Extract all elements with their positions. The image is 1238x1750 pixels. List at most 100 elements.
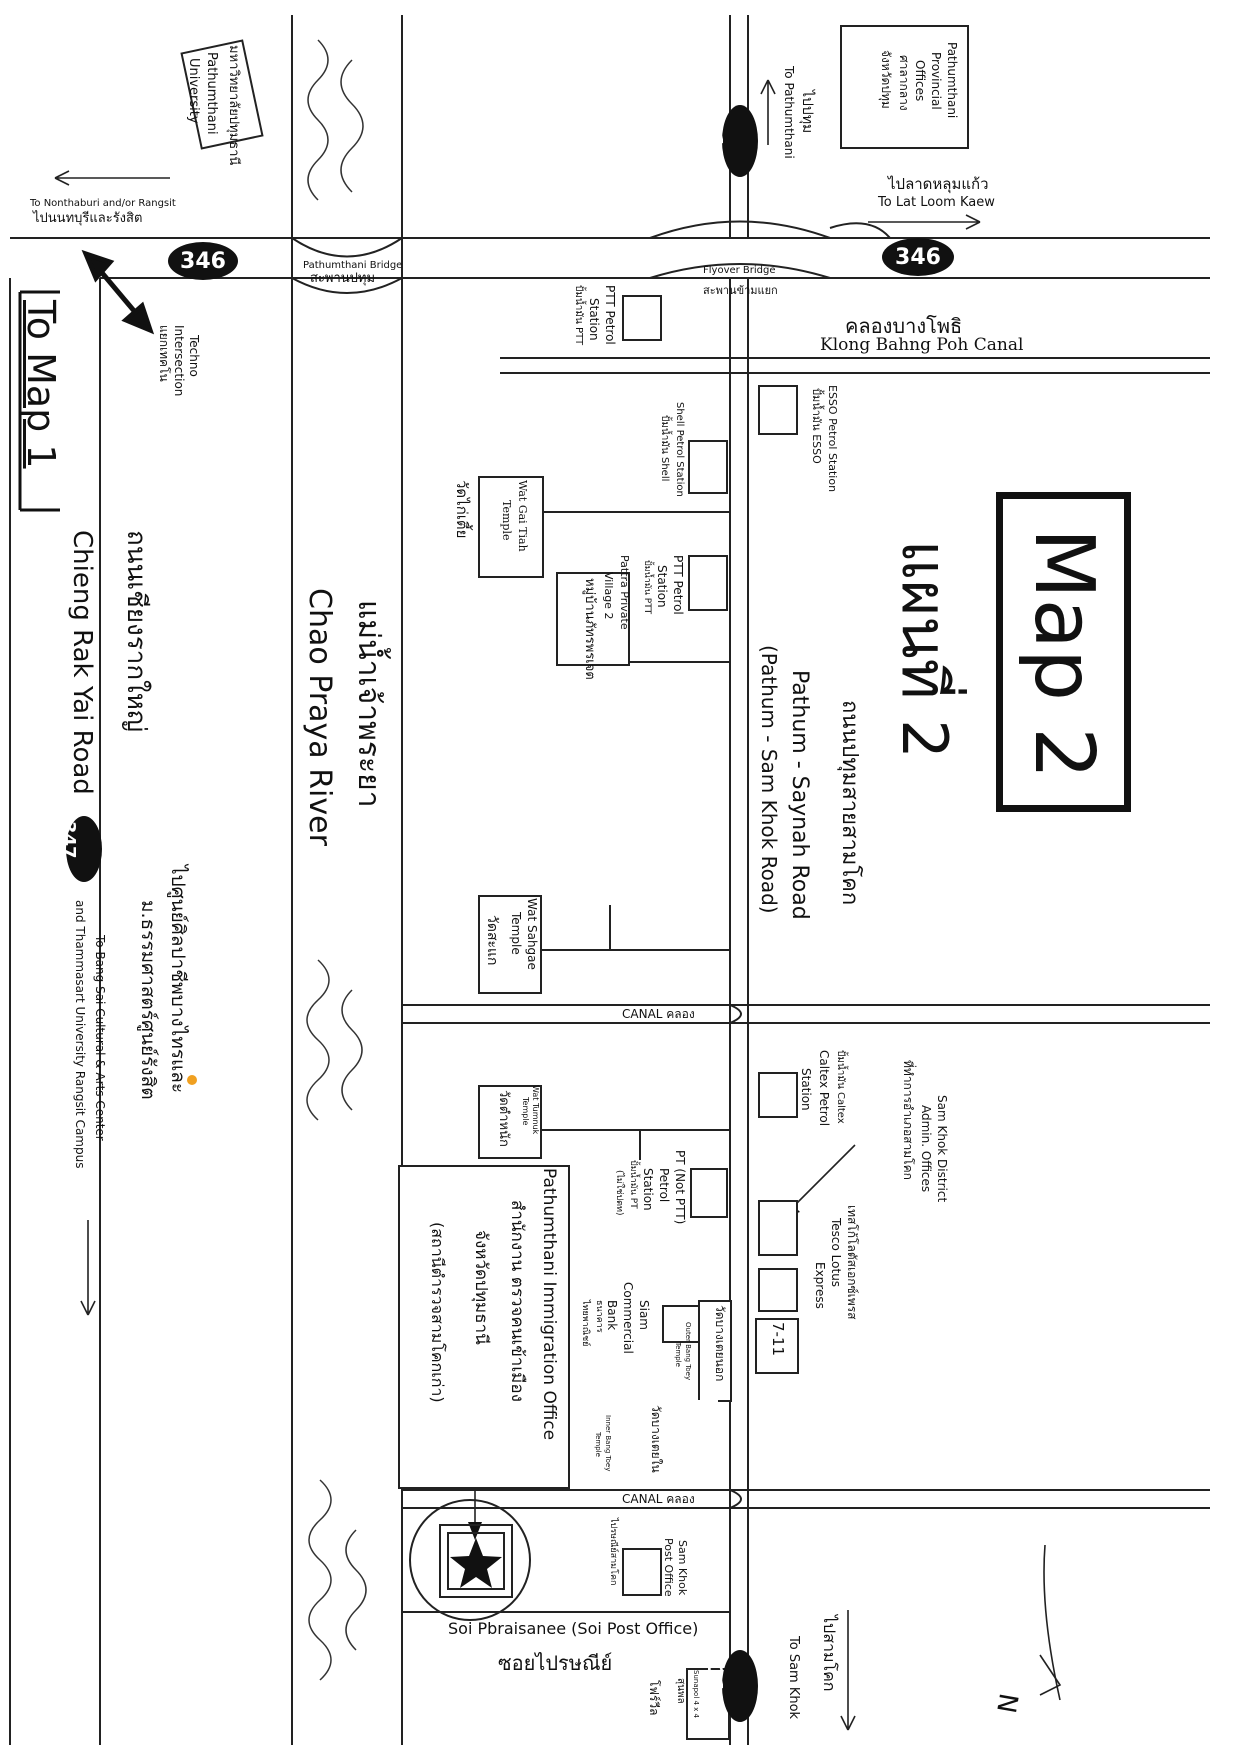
inner-temple-box (608, 1400, 718, 1482)
river-wave-5 (308, 1479, 332, 1681)
to-bangsai-th2: ม.ธรรมศาสตร์ศูนย์รังสิต (137, 900, 159, 1100)
ptt2-th: ปั้มน้ำมัน PTT (642, 560, 652, 615)
river-en: Chao Praya River (302, 588, 337, 846)
wat-sahgae-en2: Temple (509, 912, 523, 955)
post-en2: Post Office (662, 1538, 675, 1597)
wat-gai-en2: Temple (500, 500, 513, 541)
arrow-to-bangsai (80, 1220, 96, 1316)
flyover-th: สะพานข้ามแยก (703, 284, 778, 297)
river-wave-6 (345, 1529, 367, 1651)
seven-box (758, 1268, 798, 1312)
pathumthani-bridge-th: สะพานปทุม (310, 271, 376, 286)
pathumthani-bridge-en: Pathumthani Bridge (303, 260, 403, 271)
wat-tumnuk-en2: Temple (521, 1097, 530, 1126)
pattra-en2: Village 2 (602, 572, 615, 620)
pt-en3: Station (641, 1168, 655, 1211)
canal-bahng-poh-en: Klong Bahng Poh Canal (820, 335, 1024, 355)
flyover-en: Flyover Bridge (703, 265, 776, 276)
title-box (996, 492, 1131, 812)
flyover-ramp (829, 222, 891, 239)
tesco-en1: Tesco Lotus (829, 1218, 843, 1288)
canal2-label: CANAL คลอง (622, 1492, 695, 1506)
tesco-en2: Express (813, 1262, 827, 1309)
flyover-arc-top (649, 220, 831, 239)
esso-th: ปั้มน้ำมัน ESSO (810, 388, 823, 464)
university-en2: University (186, 58, 201, 124)
wat-sahgae-th: วัดสะแก (484, 915, 500, 966)
wat-gai-th: วัดไก่เตี้ย (453, 480, 471, 539)
compass-line (1043, 1544, 1061, 1701)
shell-en: Shell Petrol Station (674, 402, 685, 497)
caltex-th: ปั้มน้ำมัน Caltex (835, 1050, 846, 1124)
pathumthani-bridge-arc-bottom (291, 277, 403, 294)
arrow-to-lat-loom (868, 214, 981, 230)
samkhok-admin-en1: Sam Khok District (935, 1095, 949, 1203)
to-pathumthani-th: ไปปทุม (799, 90, 815, 134)
provincial-offices-box (840, 25, 969, 149)
ptt1-box (622, 295, 662, 341)
hwy-346-left-label: 346 (180, 248, 226, 274)
siam-en3: Bank (605, 1300, 619, 1331)
river-wave-2 (340, 59, 364, 193)
post-en1: Sam Khok (676, 1540, 689, 1596)
siam-th1: ธนาคาร (594, 1300, 604, 1333)
seven-label: 7-11 (769, 1322, 787, 1357)
hwy-3111-top: 3111 (703, 105, 758, 177)
provincial-th2: จังหวัดปทุม (879, 50, 893, 109)
soi-en: Soi Pbraisanee (Soi Post Office) (448, 1619, 699, 1638)
sunapol-en: Sunapol 4 x 4 (692, 1670, 700, 1719)
pathum-road-alt: (Pathum - Sam Khok Road) (757, 645, 781, 914)
to-pathumthani-en: To Pathumthani (782, 66, 796, 159)
hwy-347: 347 (58, 816, 102, 882)
title-th: แผนที่ 2 (888, 540, 961, 759)
pt-th1: ปั้มน้ำมัน PT (628, 1160, 638, 1209)
wat-sahgae-box (478, 895, 542, 994)
arrow-immigration-head (468, 1522, 482, 1540)
hwy-3111-top-label: 3111 (703, 105, 728, 162)
techno-arrow-head-down (121, 301, 155, 335)
pathumthani-bridge-arc-top (291, 237, 403, 258)
esso-box (758, 385, 798, 435)
ptt1-en1: PTT Petrol (603, 285, 617, 345)
immigration-building-outer (439, 1524, 513, 1598)
soi-th: ซอยไปรษณีย์ (498, 1651, 613, 1675)
chieng-rak-th: ถนนเชียงรากใหญ่ (121, 530, 151, 733)
to-lat-loom-en: To Lat Loom Kaew (878, 195, 995, 210)
siam-th2: ไทยพาณิชย์ (580, 1300, 590, 1347)
ptt2-en1: PTT Petrol (671, 555, 685, 615)
wat-sahgae-en1: Wat Sahgae (525, 898, 539, 970)
arrow-to-pathumthani (760, 79, 776, 145)
flyover-arc-bottom (649, 263, 831, 279)
hwy-3111-bottom-label: 3111 (703, 1650, 728, 1707)
hwy-346-left: 346 (168, 242, 238, 280)
wat-gai-box (478, 476, 544, 578)
arrow-to-sam-khok (840, 1610, 856, 1731)
to-map1-link[interactable]: To Map 1 (19, 300, 63, 469)
hwy-347-label: 347 (58, 820, 80, 859)
to-nonthaburi-en: To Nonthaburi and/or Rangsit (30, 198, 176, 209)
university-th: มหาวิทยาลัยปทุมธานี (226, 45, 241, 166)
pattra-en1: Pattra Private (618, 555, 631, 630)
immigration-th1: สำนักงาน ตรวจคนเข้าเมือง (507, 1200, 527, 1402)
pt-en1: PT (Not PTT) (673, 1150, 687, 1225)
shell-box (688, 440, 728, 494)
siam-en1: Siam (637, 1300, 651, 1330)
ptt1-th: ปั้มน้ำมัน PTT (573, 285, 584, 346)
samkhok-admin-th: ที่ทำการอำเภอสามโคก (901, 1060, 915, 1180)
ptt2-en2: Station (655, 565, 669, 608)
inner-temple-en2: Temple (594, 1432, 602, 1457)
techno-en2: Intersection (172, 325, 186, 397)
outer-temple-en1: Outer Bang Toey (684, 1322, 692, 1381)
hwy-346-right-label: 346 (895, 244, 941, 270)
canal-bahng-poh-th: คลองบางโพธิ (845, 314, 963, 338)
pathum-road-th: ถนนปทุมสายสามโคก (837, 700, 862, 906)
wat-tumnuk-th: วัดตำหนัก (496, 1090, 511, 1147)
hwy-346-right: 346 (882, 238, 954, 276)
pathum-road-en: Pathum - Saynah Road (787, 670, 812, 920)
river-wave-3 (306, 959, 330, 1121)
ptt1-en2: Station (587, 298, 601, 341)
river-wave-1 (307, 39, 329, 201)
shell-th: ปั้มน้ำมัน Shell (659, 415, 670, 482)
pt-th2: (ไม่ใช่ปตท) (614, 1170, 624, 1216)
canal1-bridge (729, 1004, 742, 1024)
